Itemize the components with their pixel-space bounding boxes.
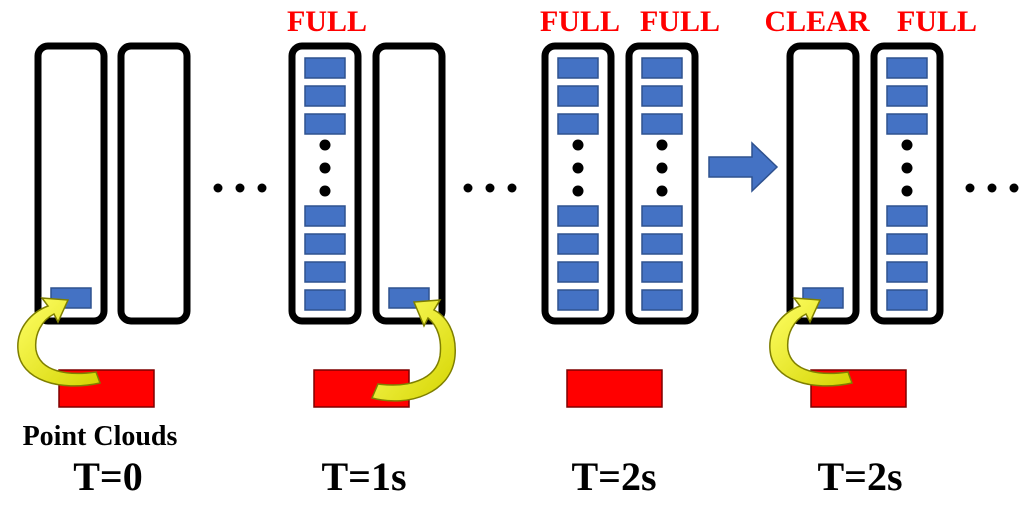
buffer-slot bbox=[304, 261, 346, 283]
buffer-slot bbox=[886, 289, 928, 311]
dot-icon bbox=[656, 185, 668, 197]
buffer-status-label: FULL bbox=[640, 5, 720, 38]
buffer-slot bbox=[641, 85, 683, 107]
ellipsis-icon bbox=[965, 183, 1019, 193]
dot-icon bbox=[507, 183, 517, 193]
buffer-slot bbox=[304, 113, 346, 135]
buffer-slot bbox=[886, 205, 928, 227]
dot-icon bbox=[257, 183, 267, 193]
buffer-slot bbox=[557, 205, 599, 227]
buffer-status-label: CLEAR bbox=[764, 5, 869, 38]
buffer-slot bbox=[886, 85, 928, 107]
buffer bbox=[625, 42, 699, 325]
ellipsis-icon bbox=[463, 183, 517, 193]
time-label: T=1s bbox=[321, 454, 406, 499]
dot-icon bbox=[319, 162, 331, 174]
buffer-slot bbox=[304, 85, 346, 107]
ellipsis-icon bbox=[213, 183, 267, 193]
curved-yellow-arrow bbox=[17, 297, 101, 387]
buffer-slot bbox=[304, 233, 346, 255]
dot-icon bbox=[572, 162, 584, 174]
buffer-status-label: FULL bbox=[287, 5, 367, 38]
source-caption: Point Clouds bbox=[23, 421, 178, 452]
buffer-slot bbox=[304, 57, 346, 79]
dot-icon bbox=[463, 183, 473, 193]
buffer-status-label: FULL bbox=[897, 5, 977, 38]
buffer bbox=[117, 42, 191, 325]
buffer bbox=[786, 42, 860, 325]
dot-icon bbox=[485, 183, 495, 193]
buffer-slot bbox=[641, 261, 683, 283]
buffer-slot bbox=[886, 233, 928, 255]
time-label: T=0 bbox=[73, 454, 142, 499]
dot-icon bbox=[572, 185, 584, 197]
buffer-slot bbox=[304, 205, 346, 227]
dot-icon bbox=[213, 183, 223, 193]
dot-icon bbox=[656, 162, 668, 174]
buffer-slot bbox=[557, 289, 599, 311]
buffer-outline bbox=[541, 42, 615, 325]
buffer-outline bbox=[372, 42, 446, 325]
buffer-slot bbox=[886, 57, 928, 79]
buffer-slot bbox=[557, 261, 599, 283]
dot-icon bbox=[987, 183, 997, 193]
buffer-slot bbox=[886, 261, 928, 283]
dot-icon bbox=[901, 139, 913, 151]
dot-icon bbox=[656, 139, 668, 151]
dot-icon bbox=[572, 139, 584, 151]
point-cloud-source bbox=[566, 369, 663, 408]
buffer-slot bbox=[641, 205, 683, 227]
dot-icon bbox=[319, 139, 331, 151]
buffer bbox=[288, 42, 362, 325]
time-label: T=2s bbox=[571, 454, 656, 499]
dot-icon bbox=[901, 162, 913, 174]
buffer-slot bbox=[557, 113, 599, 135]
dot-icon bbox=[965, 183, 975, 193]
buffer-slot bbox=[557, 57, 599, 79]
buffer-outline bbox=[288, 42, 362, 325]
dot-icon bbox=[319, 185, 331, 197]
buffer-outline bbox=[786, 42, 860, 325]
buffer-outline bbox=[34, 42, 108, 325]
buffer-slot bbox=[641, 113, 683, 135]
dot-icon bbox=[235, 183, 245, 193]
buffer-outline bbox=[117, 42, 191, 325]
buffer-slot bbox=[641, 57, 683, 79]
curved-yellow-arrow bbox=[370, 299, 456, 402]
buffer-outline bbox=[870, 42, 944, 325]
buffer-slot bbox=[641, 289, 683, 311]
right-arrow-icon bbox=[708, 141, 779, 193]
buffer-status-label: FULL bbox=[540, 5, 620, 38]
buffer bbox=[34, 42, 108, 325]
buffer-slot bbox=[886, 113, 928, 135]
buffer bbox=[870, 42, 944, 325]
buffer bbox=[372, 42, 446, 325]
buffer bbox=[541, 42, 615, 325]
buffer-slot bbox=[557, 233, 599, 255]
buffer-slot bbox=[557, 85, 599, 107]
time-label: T=2s bbox=[817, 454, 902, 499]
curved-yellow-arrow bbox=[769, 297, 853, 387]
dot-icon bbox=[1009, 183, 1019, 193]
buffer-slot bbox=[304, 289, 346, 311]
dot-icon bbox=[901, 185, 913, 197]
buffer-outline bbox=[625, 42, 699, 325]
buffer-slot bbox=[641, 233, 683, 255]
